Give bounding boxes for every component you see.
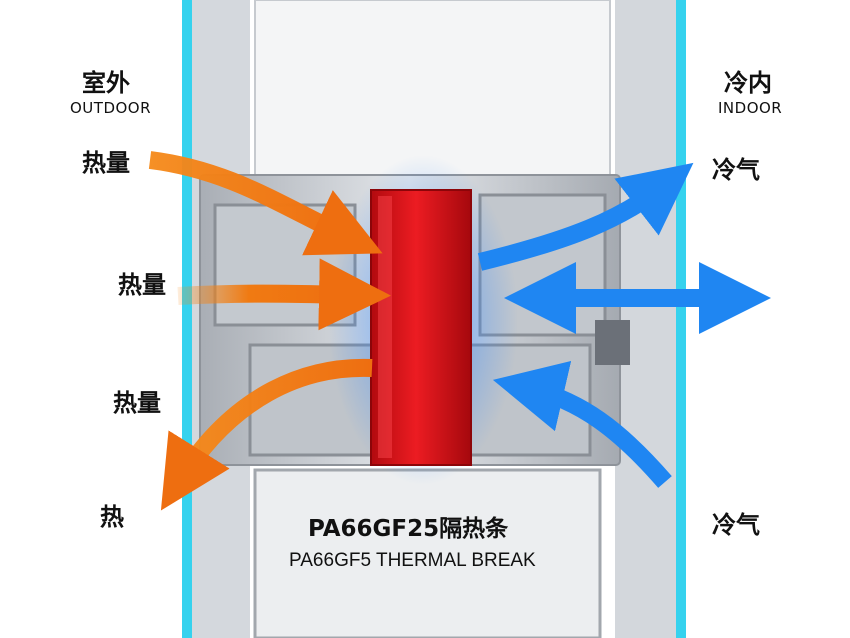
cold-arrow-1 bbox=[477, 162, 694, 271]
indoor-zh-label: 冷内 bbox=[724, 69, 772, 97]
heat-label-4: 热 bbox=[100, 503, 124, 531]
indoor-wall bbox=[615, 0, 677, 638]
heat-label-2: 热量 bbox=[118, 271, 166, 299]
thermal-break-highlight bbox=[378, 196, 392, 458]
outdoor-zh-label: 室外 bbox=[82, 69, 130, 97]
cold-arrow-3 bbox=[492, 361, 672, 488]
heat-label-3: 热量 bbox=[113, 389, 161, 417]
heat-arrow-1 bbox=[148, 151, 383, 256]
glass-edge-outdoor bbox=[182, 0, 192, 638]
outdoor-en-label: OUTDOOR bbox=[70, 99, 152, 117]
caption-zh: PA66GF25隔热条 bbox=[308, 516, 509, 542]
cold-label-2: 冷气 bbox=[712, 511, 760, 539]
caption-en: PA66GF5 THERMAL BREAK bbox=[289, 550, 536, 571]
glass-pane bbox=[254, 0, 611, 176]
cold-label-1: 冷气 bbox=[712, 156, 760, 184]
indoor-en-label: INDOOR bbox=[718, 99, 783, 117]
indoor-seal bbox=[595, 320, 630, 365]
thermal-break-strip bbox=[370, 189, 472, 466]
heat-label-1: 热量 bbox=[82, 149, 130, 177]
heat-arrow-3 bbox=[160, 358, 373, 511]
glass-edge-indoor bbox=[676, 0, 686, 638]
heat-arrow-2 bbox=[177, 258, 391, 331]
